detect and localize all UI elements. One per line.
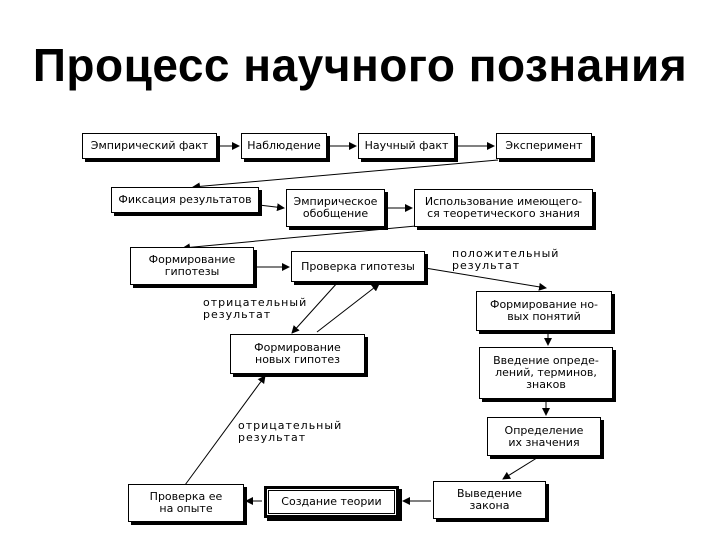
box-law-derivation: Выведение закона [433,481,546,519]
box-experiment: Эксперимент [496,133,592,159]
arrow-experiment-to-fixation [192,159,499,191]
arrow-check-to-newhyp-up [184,375,266,486]
box-new-hypotheses: Формирование новых гипотез [230,334,365,374]
arrow-meaning-to-law [502,455,541,480]
arrow-newhyp-to-check [316,283,380,333]
box-fixation: Фиксация результатов [111,187,259,213]
page-title: Процесс научного познания [32,39,688,91]
box-theory-creation: Создание теории [264,486,399,518]
label-negative-result-lower: отрицательный результат [238,419,343,444]
arrow-fixation-to-generalization [258,203,285,212]
box-check-experience: Проверка ее на опыте [128,484,244,522]
box-hypothesis-check: Проверка гипотезы [291,251,425,282]
label-negative-result-upper: отрицательный результат [203,296,308,321]
arrow-check-to-newhyp [291,281,339,334]
box-scientific-fact: Научный факт [358,133,455,159]
box-meaning: Определение их значения [487,417,601,456]
box-observation: Наблюдение [241,133,327,159]
box-empirical-fact: Эмпирический факт [82,133,217,159]
box-definitions: Введение опреде- лений, терминов, знаков [479,347,613,399]
label-positive-result: положительный результат [452,247,560,272]
box-new-concepts: Формирование но- вых понятий [476,291,612,331]
box-use-theory: Использование имеющего- ся теоретическог… [414,189,593,227]
arrow-check-to-concepts [424,267,547,291]
box-empirical-generalization: Эмпирическое обобщение [286,189,385,227]
arrow-theory-to-hypothesis [182,225,417,252]
box-hypothesis-formation: Формирование гипотезы [130,247,254,285]
